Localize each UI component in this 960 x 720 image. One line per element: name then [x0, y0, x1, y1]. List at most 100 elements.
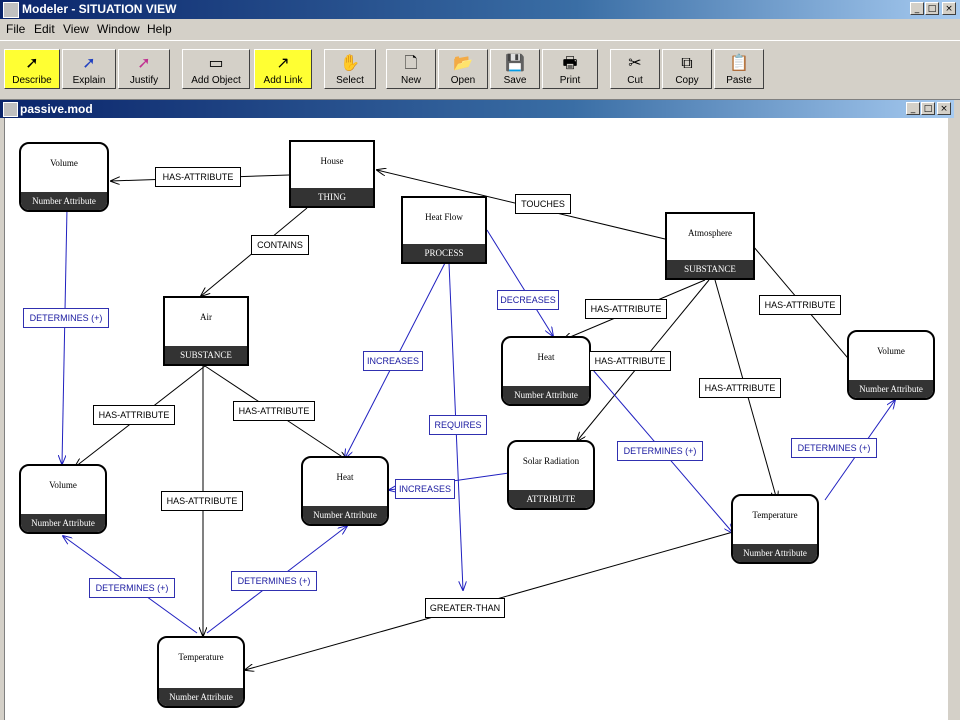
window-title: Modeler - SITUATION VIEW [22, 2, 177, 16]
edge-label-has-attribute[interactable]: HAS-ATTRIBUTE [585, 299, 667, 319]
folder-icon: 📂 [453, 53, 473, 72]
menu-window[interactable]: Window [97, 22, 140, 36]
node-volume-top[interactable]: Volume Number Attribute [19, 142, 109, 212]
node-type: ATTRIBUTE [509, 490, 593, 508]
add-link-button[interactable]: ↗Add Link [254, 49, 312, 89]
cut-label: Cut [627, 75, 643, 86]
node-name: Volume [877, 346, 905, 356]
edge-label-has-attribute[interactable]: HAS-ATTRIBUTE [699, 378, 781, 398]
edge-greater-than-temperature-right [464, 531, 734, 609]
arrow-icon: ↗ [276, 53, 290, 72]
explain-label: Explain [72, 75, 106, 86]
edge-label-determines[interactable]: DETERMINES (+) [231, 571, 317, 591]
open-button[interactable]: 📂 Open [438, 49, 488, 89]
node-type: Number Attribute [303, 506, 387, 524]
node-name: Solar Radiation [522, 456, 580, 466]
node-type: Number Attribute [21, 514, 105, 532]
describe-button[interactable]: ➚ Describe [4, 49, 60, 89]
page-icon: 🗋 [404, 53, 418, 72]
hand-icon: ✋ [340, 53, 360, 72]
doc-minimize-button[interactable]: _ [906, 102, 920, 115]
node-temperature-bottom[interactable]: Temperature Number Attribute [157, 636, 245, 708]
node-temperature-right[interactable]: Temperature Number Attribute [731, 494, 819, 564]
node-house[interactable]: House THING [289, 140, 375, 208]
print-button[interactable]: 🖶 Print [542, 49, 598, 89]
describe-label: Describe [12, 75, 52, 86]
edge-label-has-attribute[interactable]: HAS-ATTRIBUTE [155, 167, 241, 187]
edge-label-determines[interactable]: DETERMINES (+) [791, 438, 877, 458]
printer-icon: 🖶 [562, 53, 578, 72]
node-heat-flow[interactable]: Heat Flow PROCESS [401, 196, 487, 264]
model-canvas[interactable]: Volume Number Attribute House THING Heat… [4, 118, 949, 720]
node-type: SUBSTANCE [667, 260, 753, 278]
new-button[interactable]: 🗋 New [386, 49, 436, 89]
node-name: Temperature [752, 510, 798, 520]
window-title-bar: Modeler - SITUATION VIEW _ □ × [0, 0, 960, 19]
maximize-button[interactable]: □ [925, 2, 939, 15]
node-volume-right[interactable]: Volume Number Attribute [847, 330, 935, 400]
doc-maximize-button[interactable]: □ [921, 102, 935, 115]
edge-label-determines[interactable]: DETERMINES (+) [89, 578, 175, 598]
node-atmosphere[interactable]: Atmosphere SUBSTANCE [665, 212, 755, 280]
edge-label-greater-than[interactable]: GREATER-THAN [425, 598, 505, 618]
node-name: Heat [537, 352, 555, 362]
node-volume-left[interactable]: Volume Number Attribute [19, 464, 107, 534]
print-label: Print [559, 75, 581, 86]
select-label: Select [336, 75, 364, 86]
edge-label-has-attribute[interactable]: HAS-ATTRIBUTE [589, 351, 671, 371]
document-title-bar: passive.mod _ □ × [0, 100, 954, 118]
edge-label-requires[interactable]: REQUIRES [429, 415, 487, 435]
new-label: New [400, 75, 421, 86]
explain-button[interactable]: ➚Explain [62, 49, 116, 89]
node-type: Number Attribute [503, 386, 589, 404]
minimize-button[interactable]: _ [910, 2, 924, 15]
canvas-right-edge [948, 118, 954, 720]
node-type: PROCESS [403, 244, 485, 262]
menu-edit[interactable]: Edit [34, 22, 55, 36]
edge-label-touches[interactable]: TOUCHES [515, 194, 571, 214]
menu-help[interactable]: Help [147, 22, 172, 36]
menu-file[interactable]: File [6, 22, 26, 36]
justify-button[interactable]: ➚Justify [118, 49, 170, 89]
app-icon [3, 2, 19, 18]
copy-icon: ⧉ [681, 53, 693, 72]
edge-label-determines[interactable]: DETERMINES (+) [23, 308, 109, 328]
clipboard-icon: 📋 [729, 53, 749, 72]
open-label: Open [450, 75, 476, 86]
edge-label-increases[interactable]: INCREASES [395, 479, 455, 499]
rectangle-icon: ▭ [208, 53, 224, 72]
justify-label: Justify [129, 75, 159, 86]
edge-label-has-attribute[interactable]: HAS-ATTRIBUTE [161, 491, 243, 511]
save-button[interactable]: 💾Save [490, 49, 540, 89]
menu-view[interactable]: View [63, 22, 89, 36]
paste-button[interactable]: 📋Paste [714, 49, 764, 89]
add-object-button[interactable]: ▭ Add Object [182, 49, 250, 89]
arrow-pointer-icon: ➚ [25, 53, 39, 72]
node-type: Number Attribute [849, 380, 933, 398]
edge-label-increases[interactable]: INCREASES [363, 351, 423, 371]
edge-label-has-attribute[interactable]: HAS-ATTRIBUTE [233, 401, 315, 421]
cut-button[interactable]: ✂Cut [610, 49, 660, 89]
node-name: Heat [336, 472, 354, 482]
edge-determines-volume-left [62, 207, 68, 464]
node-solar-radiation[interactable]: Solar Radiation ATTRIBUTE [507, 440, 595, 510]
edge-label-contains[interactable]: CONTAINS [251, 235, 309, 255]
copy-label: Copy [675, 75, 699, 86]
document-title: passive.mod [20, 102, 93, 116]
edge-label-has-attribute[interactable]: HAS-ATTRIBUTE [93, 405, 175, 425]
select-button[interactable]: ✋ Select [324, 49, 376, 89]
doc-close-button[interactable]: × [937, 102, 951, 115]
add-object-label: Add Object [191, 75, 241, 86]
toolbar: ➚Describe ➚Explain ➚Justify ▭Add Object … [0, 40, 960, 100]
node-heat-mid[interactable]: Heat Number Attribute [301, 456, 389, 526]
node-air[interactable]: Air SUBSTANCE [163, 296, 249, 366]
node-heat-right[interactable]: Heat Number Attribute [501, 336, 591, 406]
node-type: Number Attribute [733, 544, 817, 562]
edge-label-has-attribute[interactable]: HAS-ATTRIBUTE [759, 295, 841, 315]
copy-button[interactable]: ⧉ Copy [662, 49, 712, 89]
close-button[interactable]: × [942, 2, 956, 15]
edge-label-determines[interactable]: DETERMINES (+) [617, 441, 703, 461]
floppy-icon: 💾 [505, 53, 525, 72]
edge-label-decreases[interactable]: DECREASES [497, 290, 559, 310]
node-name: Volume [50, 158, 78, 168]
